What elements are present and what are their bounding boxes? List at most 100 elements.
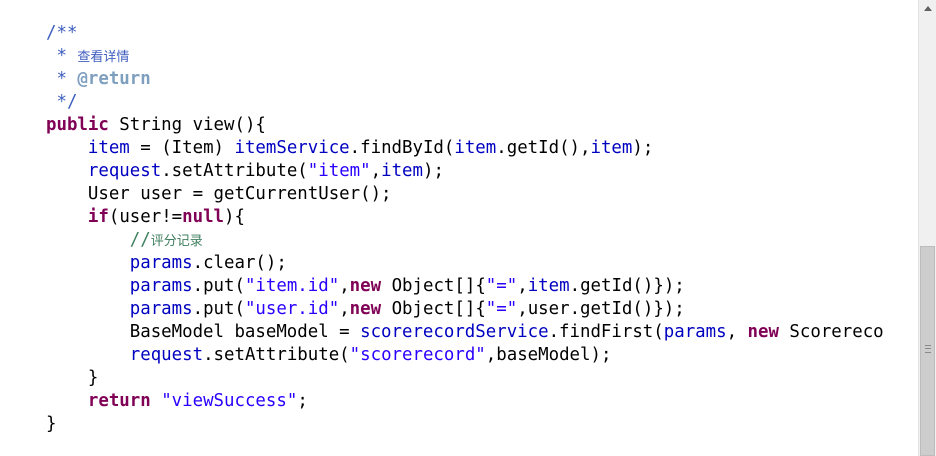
field-token: params — [129, 276, 193, 296]
code-token — [46, 253, 130, 273]
code-token — [46, 207, 88, 227]
code-token: , — [339, 276, 350, 296]
code-token — [46, 230, 130, 250]
code-line: request.setAttribute("item",item); — [46, 160, 884, 183]
keyword-token: new — [349, 299, 382, 319]
code-token: , — [370, 161, 382, 181]
code-line: params.clear(); — [46, 252, 884, 275]
code-line: params.put("item.id",new Object[]{"=",it… — [46, 275, 884, 298]
code-token: ){ — [224, 207, 245, 227]
code-token: ; — [297, 391, 308, 411]
code-token: , — [517, 276, 528, 296]
code-token: .put( — [192, 299, 245, 319]
code-line: * 查看详情 — [46, 45, 884, 68]
code-line: public String view(){ — [46, 114, 884, 137]
code-token: Scorereco — [778, 322, 884, 342]
field-token: params — [129, 299, 193, 319]
code-token: (user!= — [108, 207, 183, 227]
keyword-token: if — [87, 207, 109, 227]
string-literal-token: "item" — [307, 161, 371, 181]
code-token: ,user.getId()}); — [517, 299, 685, 319]
keyword-token: new — [747, 322, 779, 342]
code-line: params.put("user.id",new Object[]{"=",us… — [46, 298, 884, 321]
string-literal-token: "=" — [485, 299, 518, 319]
field-token: item — [454, 138, 497, 158]
field-token: request — [87, 161, 162, 181]
keyword-token: null — [182, 207, 225, 227]
keyword-token: public — [46, 115, 109, 135]
string-literal-token: "viewSuccess" — [161, 391, 298, 411]
code-token — [151, 391, 161, 411]
comment-token: // — [129, 230, 151, 250]
field-token: item — [87, 138, 130, 158]
javadoc-token: 查看详情 — [77, 50, 130, 65]
comment-token: 评分记录 — [150, 234, 203, 249]
code-token: .put( — [192, 276, 245, 296]
code-token: .findFirst( — [548, 322, 664, 342]
code-token: .clear(); — [192, 253, 287, 273]
scroll-up-button[interactable] — [919, 0, 936, 17]
code-token — [46, 345, 130, 365]
keyword-token: return — [87, 391, 151, 411]
field-token: params — [129, 253, 193, 273]
code-token: , — [339, 299, 350, 319]
field-token: params — [663, 322, 727, 342]
code-token: } — [46, 414, 57, 434]
code-line: BaseModel baseModel = scorerecordService… — [46, 321, 884, 344]
javadoc-token: */ — [46, 92, 78, 112]
code-line: */ — [46, 91, 884, 114]
field-token: item — [590, 138, 633, 158]
code-line: request.setAttribute("scorerecord",baseM… — [46, 344, 884, 367]
grip-icon — [925, 345, 931, 353]
code-token: Object[]{ — [381, 276, 486, 296]
code-line: if(user!=null){ — [46, 206, 884, 229]
string-literal-token: "user.id" — [244, 299, 340, 319]
field-token: item — [527, 276, 570, 296]
field-token: scorerecordService — [360, 322, 549, 342]
code-token: .findById( — [349, 138, 455, 158]
code-line: /** — [46, 22, 884, 45]
code-token: .getId()}); — [569, 276, 685, 296]
vertical-scrollbar[interactable] — [918, 0, 936, 456]
code-line: } — [46, 413, 884, 436]
code-token: } — [46, 368, 99, 388]
code-token: = (Item) — [129, 138, 235, 158]
code-line: } — [46, 367, 884, 390]
code-text-area[interactable]: /** * 查看详情 * @return */public String vie… — [46, 22, 884, 436]
string-literal-token: "scorerecord" — [349, 345, 486, 365]
code-line: item = (Item) itemService.findById(item.… — [46, 137, 884, 160]
field-token: request — [129, 345, 204, 365]
string-literal-token: "item.id" — [244, 276, 340, 296]
code-line: * @return — [46, 68, 884, 91]
code-token: User user = getCurrentUser(); — [46, 184, 392, 204]
javadoc-tag-token: @return — [77, 69, 151, 89]
code-token: BaseModel baseModel = — [46, 322, 361, 342]
javadoc-token: /** — [46, 23, 78, 43]
code-line: return "viewSuccess"; — [46, 390, 884, 413]
code-line: //评分记录 — [46, 229, 884, 252]
code-line: User user = getCurrentUser(); — [46, 183, 884, 206]
code-token: ); — [422, 161, 444, 181]
javadoc-token: * — [46, 69, 78, 89]
code-token — [46, 138, 88, 158]
code-token: ); — [632, 138, 654, 158]
field-token: item — [381, 161, 423, 181]
code-token: ,baseModel); — [485, 345, 612, 365]
field-token: itemService — [234, 138, 350, 158]
code-token — [46, 161, 88, 181]
code-token — [46, 299, 130, 319]
code-token: .setAttribute( — [203, 345, 350, 365]
code-token: String view(){ — [108, 115, 266, 135]
string-literal-token: "=" — [485, 276, 518, 296]
code-token: Object[]{ — [381, 299, 486, 319]
code-token: .setAttribute( — [161, 161, 308, 181]
keyword-token: new — [349, 276, 382, 296]
code-token — [46, 391, 88, 411]
scroll-thumb[interactable] — [920, 246, 935, 456]
code-token: .getId(), — [496, 138, 591, 158]
triangle-up-icon — [923, 6, 932, 11]
javadoc-token: * — [46, 46, 78, 66]
code-token: , — [726, 322, 748, 342]
code-token — [46, 276, 130, 296]
